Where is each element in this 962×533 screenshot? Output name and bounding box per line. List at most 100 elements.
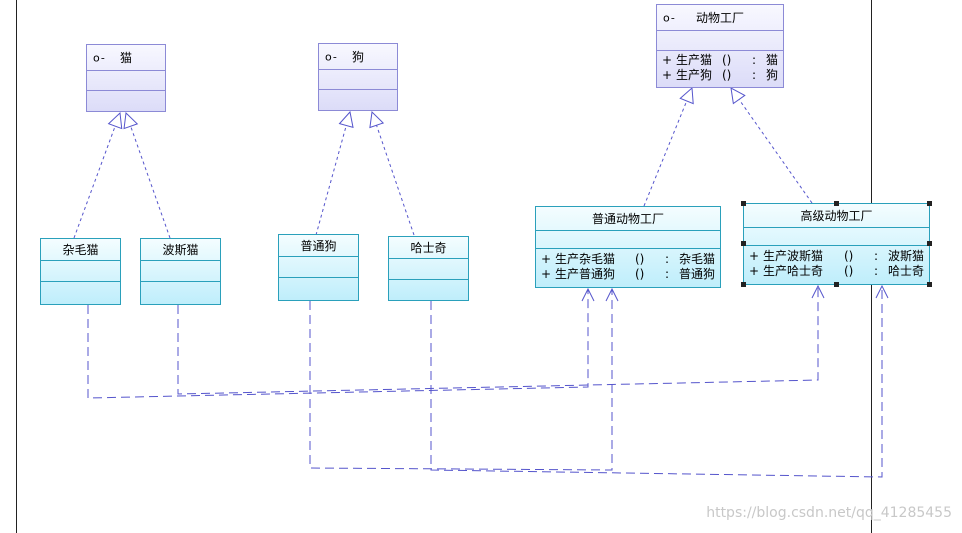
operation-name: 生产哈士奇 <box>763 264 824 278</box>
watermark: https://blog.csdn.net/qq_41285455 <box>706 505 952 521</box>
operation-params: () <box>843 264 854 278</box>
selection-handle-bottom-left[interactable] <box>741 282 746 287</box>
interface-dog[interactable]: o- 狗 <box>318 43 398 111</box>
operation-return: 猫 <box>765 53 778 67</box>
operation-name: 生产普通狗 <box>555 267 616 281</box>
class-name: 动物工厂 <box>695 11 744 25</box>
operation-params: () <box>634 267 645 281</box>
class-common-dog[interactable]: 普通狗 <box>278 234 359 301</box>
operation-return: 狗 <box>765 68 778 82</box>
class-header: 哈士奇 <box>389 237 468 259</box>
operations-section: + 生产杂毛猫 () : 杂毛猫 + 生产普通狗 () : 普通狗 <box>536 249 720 282</box>
operation-row: + 生产杂毛猫 () : 杂毛猫 <box>536 252 720 267</box>
attributes-section <box>657 31 783 51</box>
selection-handle-top-left[interactable] <box>741 201 746 206</box>
dependency-commondog-to-commonfactory <box>309 289 612 471</box>
selection-handle-mid-left[interactable] <box>741 241 746 246</box>
visibility-marker: + <box>662 68 673 82</box>
realization-mixedcat-to-cat <box>73 113 120 239</box>
attributes-section <box>87 71 165 91</box>
dependency-persiancat-to-premiumfactory <box>177 286 818 395</box>
visibility-marker: + <box>541 267 552 281</box>
visibility-marker: + <box>662 53 673 67</box>
operation-row: + 生产狗 () : 狗 <box>657 68 783 83</box>
interface-marker-icon: o- <box>325 50 338 63</box>
class-persian-cat[interactable]: 波斯猫 <box>140 238 221 305</box>
class-name: 波斯猫 <box>162 243 199 257</box>
operation-sep: : <box>873 249 879 263</box>
operations-section <box>87 91 165 111</box>
class-header: 波斯猫 <box>141 239 220 261</box>
selection-handle-top-mid[interactable] <box>834 201 839 206</box>
visibility-marker: + <box>749 249 760 263</box>
realization-husky-to-dog <box>372 112 415 236</box>
class-name: 高级动物工厂 <box>800 209 873 223</box>
class-name: 普通动物工厂 <box>591 212 664 226</box>
class-header: 高级动物工厂 <box>744 204 929 228</box>
operation-name: 生产狗 <box>676 68 713 82</box>
operation-row: + 生产波斯猫 () : 波斯猫 <box>744 249 929 264</box>
selection-handle-top-right[interactable] <box>927 201 932 206</box>
class-header: 普通狗 <box>279 235 358 257</box>
realization-premiumfactory-to-factory <box>731 88 813 204</box>
operations-section <box>141 282 220 304</box>
attributes-section <box>536 231 720 249</box>
selection-handle-bottom-mid[interactable] <box>834 282 839 287</box>
class-name: 狗 <box>351 50 364 64</box>
operation-params: () <box>843 249 854 263</box>
class-header: o- 猫 <box>87 45 165 71</box>
operation-row: + 生产普通狗 () : 普通狗 <box>536 267 720 282</box>
realization-commondog-to-dog <box>315 112 350 236</box>
operation-sep: : <box>873 264 879 278</box>
class-header: 杂毛猫 <box>41 239 120 261</box>
attributes-section <box>41 261 120 282</box>
operations-section <box>389 280 468 300</box>
class-header: 普通动物工厂 <box>536 207 720 231</box>
operation-sep: : <box>664 267 670 281</box>
interface-cat[interactable]: o- 猫 <box>86 44 166 112</box>
dependency-mixedcat-to-commonfactory <box>87 289 588 399</box>
operation-return: 哈士奇 <box>887 264 924 278</box>
left-border-line <box>16 0 17 533</box>
operation-return: 杂毛猫 <box>678 252 715 266</box>
realization-commonfactory-to-factory <box>643 88 692 207</box>
class-husky[interactable]: 哈士奇 <box>388 236 469 301</box>
interface-marker-icon: o- <box>93 51 106 64</box>
class-common-animal-factory[interactable]: 普通动物工厂 + 生产杂毛猫 () : 杂毛猫 + 生产普通狗 () : 普通狗 <box>535 206 721 288</box>
class-name: 哈士奇 <box>410 241 447 255</box>
operation-params: () <box>721 68 732 82</box>
attributes-section <box>279 257 358 278</box>
class-name: 普通狗 <box>300 239 337 253</box>
operation-sep: : <box>751 68 757 82</box>
operation-sep: : <box>664 252 670 266</box>
selection-handle-mid-right[interactable] <box>927 241 932 246</box>
class-premium-animal-factory[interactable]: 高级动物工厂 + 生产波斯猫 () : 波斯猫 + 生产哈士奇 () : 哈士奇 <box>743 203 930 285</box>
operation-name: 生产杂毛猫 <box>555 252 616 266</box>
attributes-section <box>319 70 397 90</box>
attributes-section <box>744 228 929 246</box>
attributes-section <box>141 261 220 282</box>
interface-marker-icon: o- <box>663 11 676 24</box>
interface-animal-factory[interactable]: o- 动物工厂 + 生产猫 () : 猫 + 生产狗 () : 狗 <box>656 4 784 88</box>
operation-return: 普通狗 <box>678 267 715 281</box>
operations-section <box>319 90 397 110</box>
operation-name: 生产波斯猫 <box>763 249 824 263</box>
operations-section <box>41 282 120 304</box>
operations-section: + 生产猫 () : 猫 + 生产狗 () : 狗 <box>657 51 783 83</box>
operation-sep: : <box>751 53 757 67</box>
class-mixed-cat[interactable]: 杂毛猫 <box>40 238 121 305</box>
operations-section: + 生产波斯猫 () : 波斯猫 + 生产哈士奇 () : 哈士奇 <box>744 246 929 279</box>
operation-row: + 生产哈士奇 () : 哈士奇 <box>744 264 929 279</box>
visibility-marker: + <box>541 252 552 266</box>
dependency-husky-to-premiumfactory <box>430 286 882 478</box>
selection-handle-bottom-right[interactable] <box>927 282 932 287</box>
operation-params: () <box>721 53 732 67</box>
class-header: o- 动物工厂 <box>657 5 783 31</box>
operation-return: 波斯猫 <box>887 249 924 263</box>
operations-section <box>279 278 358 300</box>
attributes-section <box>389 259 468 280</box>
realization-persiancat-to-cat <box>126 113 171 239</box>
visibility-marker: + <box>749 264 760 278</box>
